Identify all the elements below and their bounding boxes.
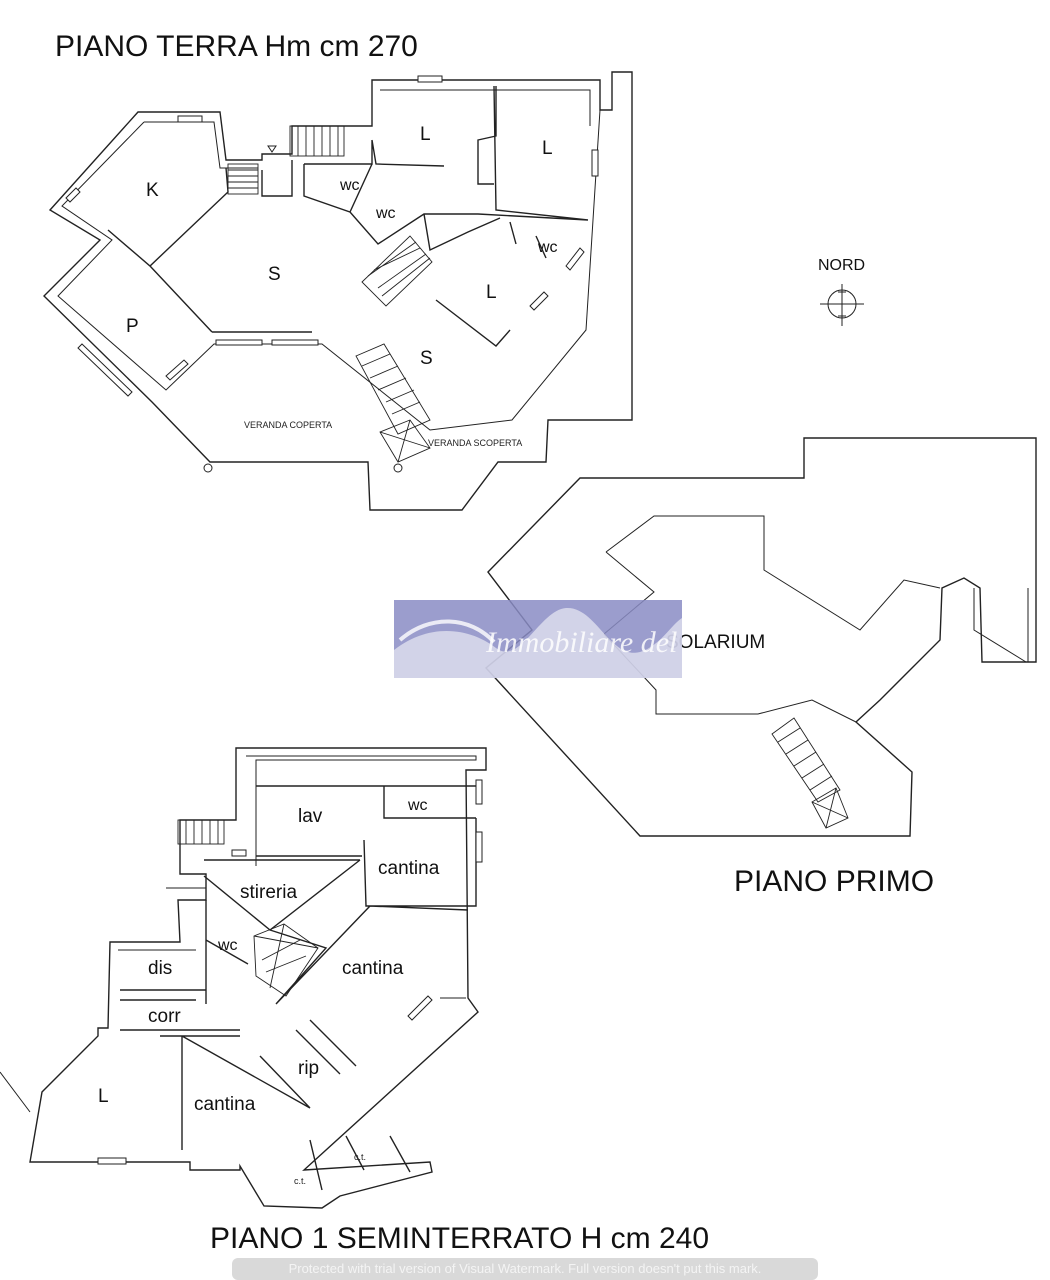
ground-floor-inner-wall bbox=[57, 89, 601, 431]
watermark-wave-icon bbox=[394, 607, 682, 678]
ground-floor-plan: PIANO TERRA Hm cm 270 bbox=[43, 30, 633, 511]
room-rip: rip bbox=[298, 1058, 319, 1079]
room-dis: dis bbox=[148, 958, 172, 979]
room-corr: corr bbox=[148, 1006, 181, 1027]
first-floor-plan: SOLARIUM PIANO PRIMO bbox=[484, 437, 1037, 898]
basement-inner-wall bbox=[0, 755, 477, 1113]
watermark: Immobiliare del bbox=[394, 600, 682, 678]
room-lav: lav bbox=[298, 806, 323, 827]
room-wc-mid: wc bbox=[217, 937, 238, 954]
basement-outer-wall bbox=[29, 747, 487, 1209]
ground-floor-stairs bbox=[227, 125, 433, 463]
room-veranda-scoperta: VERANDA SCOPERTA bbox=[428, 438, 522, 448]
basement-title: PIANO 1 SEMINTERRATO H cm 240 bbox=[210, 1222, 709, 1255]
room-wc2: wc bbox=[375, 205, 396, 222]
room-l1: L bbox=[420, 124, 431, 145]
ground-floor-partitions bbox=[107, 85, 589, 347]
room-solarium: SOLARIUM bbox=[666, 632, 765, 653]
entrance-arrow-icon bbox=[267, 145, 277, 153]
watermark-swoosh-icon bbox=[398, 619, 496, 644]
ground-floor-windows bbox=[65, 75, 599, 397]
room-l3: L bbox=[486, 282, 497, 303]
room-wc1: wc bbox=[339, 177, 360, 194]
first-floor-inner-terrace bbox=[603, 515, 1029, 723]
trial-watermark-notice: Protected with trial version of Visual W… bbox=[232, 1258, 818, 1280]
room-wc-top: wc bbox=[407, 797, 428, 814]
room-l: L bbox=[98, 1086, 109, 1107]
room-stireria: stireria bbox=[240, 882, 297, 903]
ground-floor-outer-wall bbox=[43, 71, 633, 511]
room-cantina-bottom: cantina bbox=[194, 1094, 256, 1115]
room-ct2: c.t. bbox=[354, 1152, 366, 1162]
compass-cross-icon bbox=[820, 284, 864, 326]
ground-floor-title: PIANO TERRA Hm cm 270 bbox=[55, 30, 418, 63]
pillar-left bbox=[203, 463, 213, 473]
compass-label: NORD bbox=[818, 257, 865, 274]
room-p: P bbox=[126, 316, 139, 337]
room-s2: S bbox=[420, 348, 433, 369]
watermark-logo-text: Immobiliare del bbox=[485, 626, 677, 659]
first-floor-title: PIANO PRIMO bbox=[734, 865, 934, 898]
room-ct1: c.t. bbox=[294, 1176, 306, 1186]
basement-stairs bbox=[177, 819, 319, 997]
basement-partitions bbox=[120, 785, 477, 1191]
pillar-right bbox=[393, 463, 403, 473]
basement-windows bbox=[97, 779, 483, 1165]
first-floor-stair bbox=[771, 717, 849, 829]
room-l2: L bbox=[542, 138, 553, 159]
room-cantina-mid: cantina bbox=[342, 958, 404, 979]
first-floor-outer-wall bbox=[484, 437, 1037, 837]
compass-rose: NORD bbox=[818, 257, 865, 326]
room-wc3: wc bbox=[537, 239, 558, 256]
room-s1: S bbox=[268, 264, 281, 285]
basement-floor-plan: lav wc cantina stireria wc cantina dis c… bbox=[0, 747, 709, 1255]
room-k: K bbox=[146, 180, 159, 201]
room-veranda-coperta: VERANDA COPERTA bbox=[244, 420, 332, 430]
room-cantina-top: cantina bbox=[378, 858, 440, 879]
